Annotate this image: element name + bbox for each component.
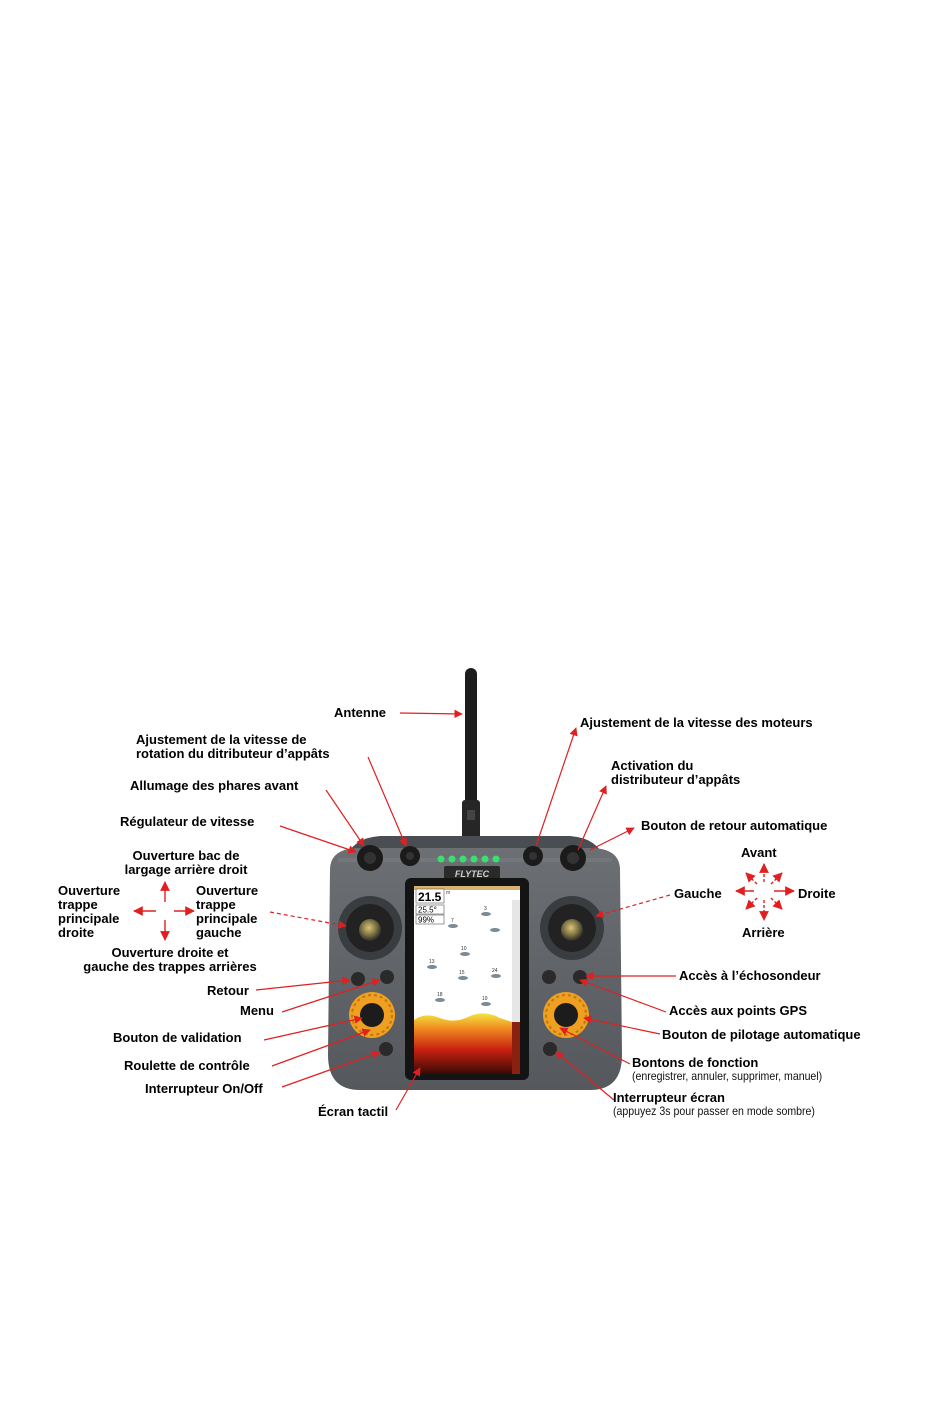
label-avant: Avant (741, 845, 777, 860)
callout-arrows (255, 709, 676, 1111)
label-roulette: Roulette de contrôle (124, 1058, 250, 1073)
status-leds (437, 855, 500, 863)
label-activation-distributeur: Activation du distributeur d’appâts (611, 758, 741, 787)
label-menu: Menu (240, 1003, 274, 1018)
svg-text:7: 7 (451, 918, 454, 924)
label-allumage-phares: Allumage des phares avant (130, 778, 299, 793)
left-control-wheel (349, 992, 395, 1038)
brand-logo (444, 866, 500, 880)
left-joystick (338, 896, 402, 960)
label-gauche: Gauche (674, 886, 722, 901)
label-droite: Droite (798, 886, 836, 901)
sonar-fish-depths: 3 7 10 13 15 24 18 19 (429, 906, 498, 1002)
label-ajust-rotation: Ajustement de la vitesse de rotation du … (136, 732, 330, 761)
retour-button (351, 972, 365, 986)
label-antenne: Antenne (334, 705, 386, 720)
label-regulateur: Régulateur de vitesse (120, 814, 255, 829)
label-ouverture-bac: Ouverture bac de largage arrière droit (124, 848, 248, 877)
label-retour: Retour (207, 983, 249, 998)
right-direction-burst (735, 863, 795, 921)
svg-text:15: 15 (459, 970, 465, 976)
svg-text:18: 18 (437, 992, 443, 998)
label-interrupteur-onoff: Interrupteur On/Off (145, 1081, 263, 1096)
label-bouton-validation: Bouton de validation (113, 1030, 242, 1045)
label-boutons-fonction: Bontons de fonction (632, 1055, 759, 1070)
label-arriere: Arrière (742, 925, 785, 940)
label-ouverture-arrieres: Ouverture droite et gauche des trappes a… (83, 945, 257, 974)
screen-depth-unit: m (446, 890, 450, 896)
menu-button (380, 970, 394, 984)
label-retour-auto: Bouton de retour automatique (641, 818, 828, 833)
label-ecran-tactil: Écran tactil (318, 1104, 389, 1119)
svg-text:19: 19 (482, 996, 488, 1002)
svg-text:24: 24 (492, 968, 498, 974)
screen-switch-button (543, 1042, 557, 1056)
label-ajust-moteurs: Ajustement de la vitesse des moteurs (580, 715, 813, 730)
label-acces-echosondeur: Accès à l’échosondeur (679, 968, 821, 983)
label-acces-gps: Accès aux points GPS (669, 1003, 807, 1018)
screen-battery: 99% (418, 916, 434, 925)
echosondeur-button (542, 970, 556, 984)
label-trappe-gauche: Ouverture trappe principale gauche (196, 883, 259, 940)
screen-temperature: 25.5° (418, 906, 437, 915)
label-pilotage-auto: Bouton de pilotage automatique (662, 1027, 861, 1042)
label-interrupteur-ecran-sub: (appuyez 3s pour passer en mode sombre) (613, 1104, 815, 1118)
top-knobs (357, 845, 586, 871)
onoff-button (379, 1042, 393, 1056)
label-trappe-droite: Ouverture trappe principale droite (58, 883, 121, 940)
svg-text:3: 3 (484, 906, 487, 912)
svg-text:13: 13 (429, 959, 435, 965)
left-direction-cross (133, 881, 195, 941)
screen-depth: 21.5 (418, 890, 442, 904)
right-control-wheel (543, 992, 589, 1038)
svg-text:10: 10 (461, 946, 467, 952)
label-boutons-fonction-sub: (enregistrer, annuler, supprimer, manuel… (632, 1069, 823, 1083)
brand-logo-text: FLYTEC (455, 869, 490, 879)
label-interrupteur-ecran: Interrupteur écran (613, 1090, 725, 1105)
right-joystick (540, 896, 604, 960)
sonar-fish-markers (427, 912, 501, 1006)
